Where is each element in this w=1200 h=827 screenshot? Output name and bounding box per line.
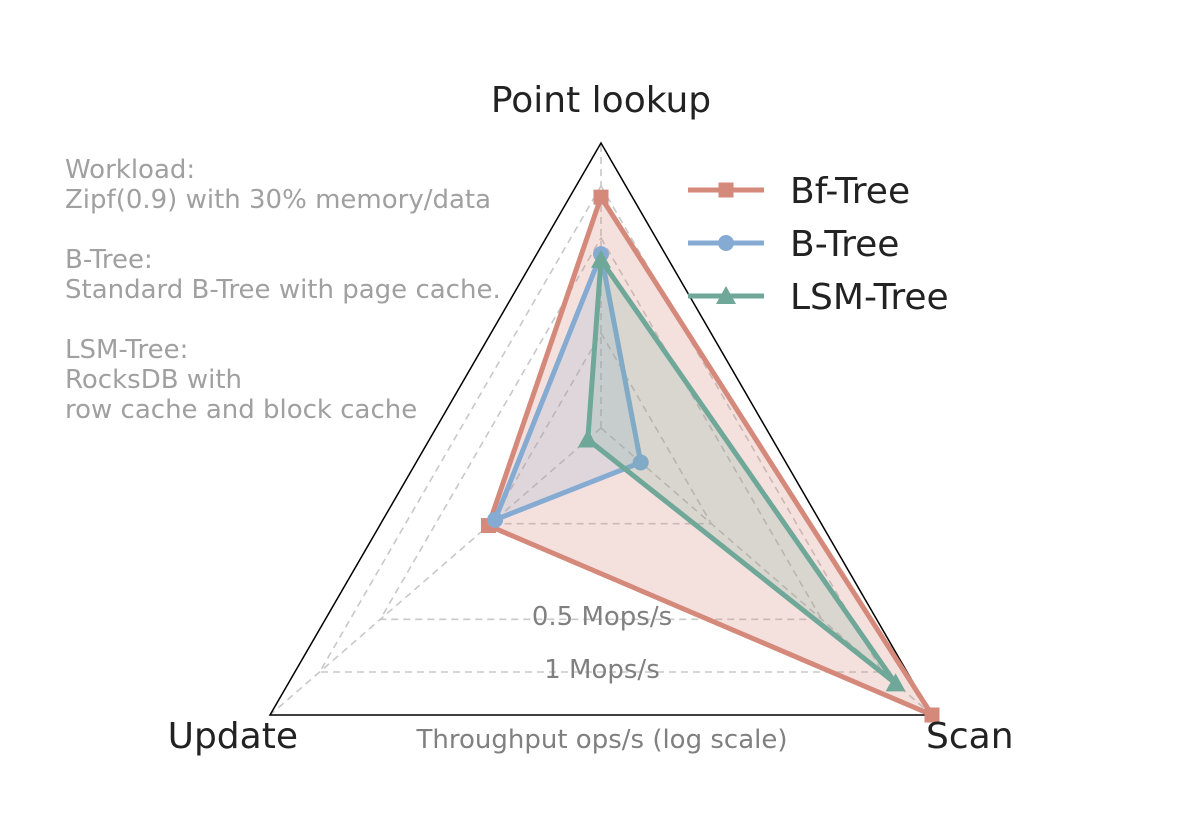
- series-bf-tree: [480, 189, 940, 723]
- outer-frame: [268, 141, 934, 716]
- legend-item-bf-tree: Bf-Tree: [688, 171, 910, 212]
- legend-marker-bf-tree: [718, 182, 734, 198]
- series-bf-tree-polygon: [486, 194, 935, 718]
- legend-label-lsm-tree: LSM-Tree: [790, 277, 949, 318]
- grid-ring-2: [378, 236, 824, 621]
- note-workload: Workload: Zipf(0.9) with 30% memory/data: [65, 155, 501, 215]
- axis-label-scan: Scan: [926, 716, 1014, 757]
- axis-labels: Point lookup Scan Update 0.5 Mops/s 1 Mo…: [168, 80, 1014, 757]
- grid-ring-1: [489, 331, 713, 525]
- series-lsm-tree-polygon: [585, 257, 899, 686]
- note-btree-title: B-Tree:: [65, 245, 153, 275]
- ring-label-0-5-mops: 0.5 Mops/s: [532, 602, 672, 632]
- series-bf-tree-point-1: [593, 189, 609, 205]
- grid-spoke-3: [269, 427, 602, 716]
- series-lsm-tree-point-3: [577, 429, 598, 448]
- series-b-tree-point-2: [632, 454, 649, 471]
- note-lsm-line-1: RocksDB with: [65, 365, 242, 395]
- legend-item-lsm-tree: LSM-Tree: [688, 277, 949, 318]
- note-lsm: LSM-Tree: RocksDB with row cache and blo…: [65, 335, 501, 425]
- legend-marker-b-tree: [718, 235, 734, 251]
- radar-series: [480, 189, 940, 723]
- legend-marker-lsm-tree: [716, 286, 736, 304]
- legend-label-b-tree: B-Tree: [790, 224, 899, 265]
- note-btree-line: Standard B-Tree with page cache.: [65, 275, 501, 305]
- series-lsm-tree-point-2: [885, 673, 906, 692]
- ring-label-1-mops: 1 Mops/s: [544, 655, 660, 685]
- note-workload-title: Workload:: [65, 155, 196, 185]
- annotation-notes: Workload: Zipf(0.9) with 30% memory/data…: [65, 155, 501, 455]
- axis-label-point-lookup: Point lookup: [491, 80, 711, 121]
- series-lsm-tree-point-1: [591, 249, 611, 268]
- series-b-tree-point-3: [487, 511, 504, 528]
- legend-label-bf-tree: Bf-Tree: [790, 171, 910, 212]
- series-lsm-tree: [577, 249, 906, 692]
- note-btree: B-Tree: Standard B-Tree with page cache.: [65, 245, 501, 305]
- note-lsm-title: LSM-Tree:: [65, 335, 189, 365]
- legend-item-b-tree: B-Tree: [688, 224, 899, 265]
- note-lsm-line-2: row cache and block cache: [65, 395, 418, 425]
- footer-label: Throughput ops/s (log scale): [416, 725, 788, 755]
- series-bf-tree-point-2: [924, 707, 940, 723]
- note-workload-line: Zipf(0.9) with 30% memory/data: [65, 185, 492, 215]
- axis-label-update: Update: [168, 716, 298, 757]
- grid-ring-3: [318, 184, 884, 673]
